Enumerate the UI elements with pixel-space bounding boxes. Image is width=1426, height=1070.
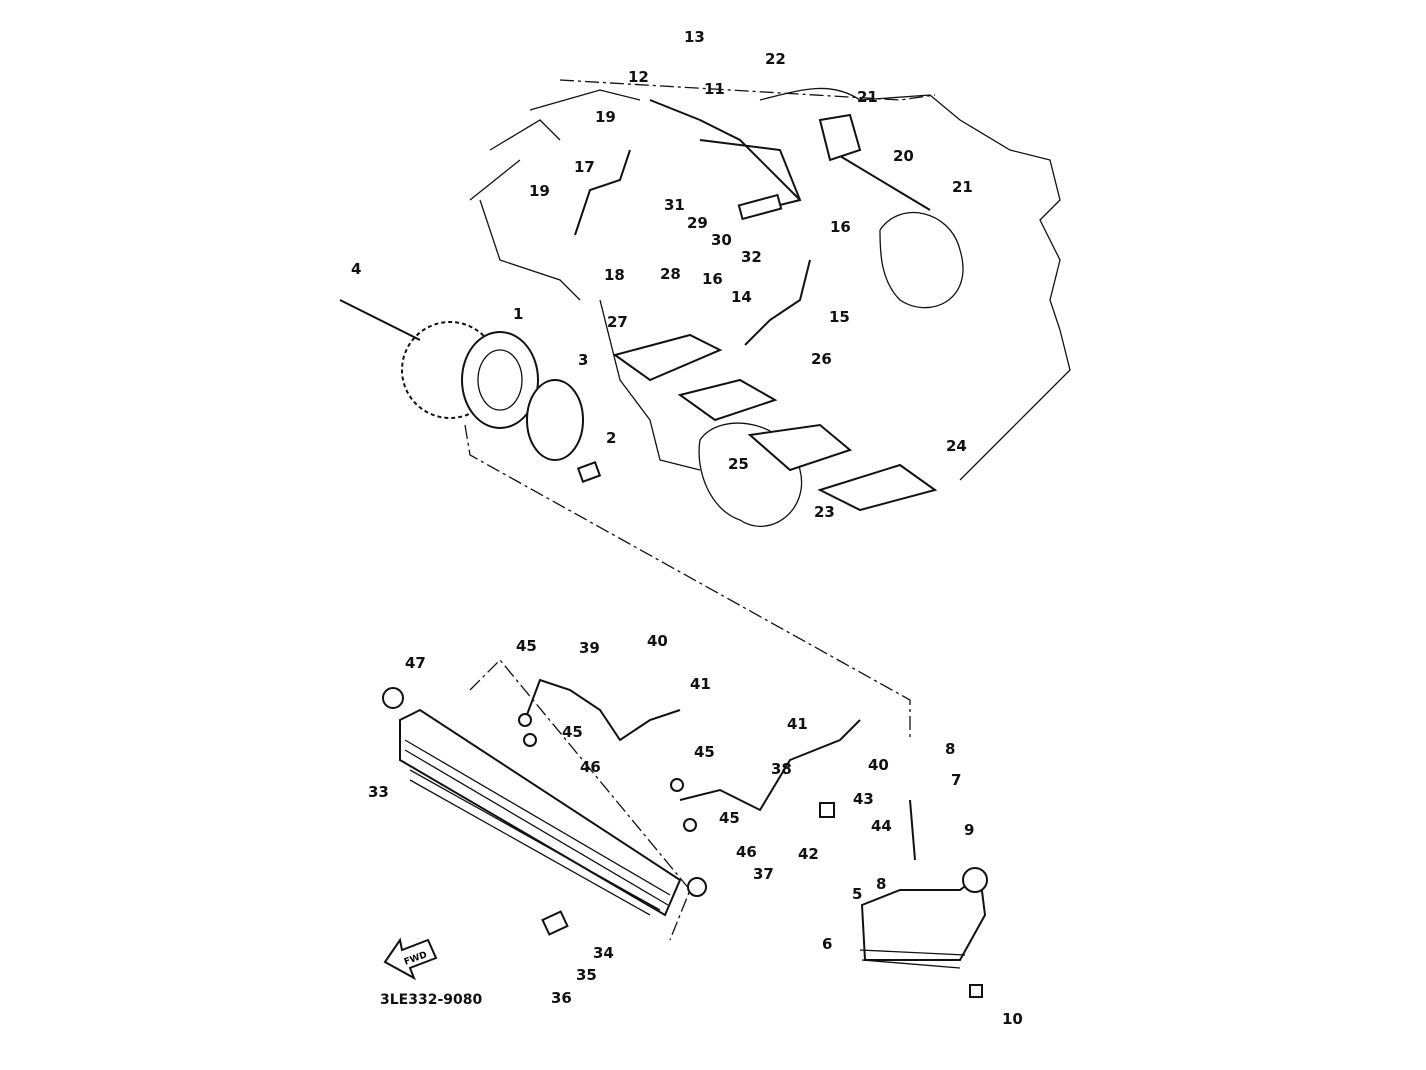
callout-22: 22 (765, 50, 786, 68)
callout-4: 4 (351, 260, 361, 278)
callout-5: 5 (852, 885, 862, 903)
callout-42: 42 (798, 845, 819, 863)
callout-26: 26 (811, 350, 832, 368)
callout-41: 41 (787, 715, 808, 733)
callout-23: 23 (814, 503, 835, 521)
callout-17: 17 (574, 158, 595, 176)
callout-10: 10 (1002, 1010, 1023, 1028)
callout-30: 30 (711, 231, 732, 249)
callout-40: 40 (647, 632, 668, 650)
cooler-hoses (518, 678, 916, 936)
baffle-plates (612, 333, 938, 512)
callout-13: 13 (684, 28, 705, 46)
callout-8: 8 (876, 875, 886, 893)
callout-15: 15 (829, 308, 850, 326)
callout-47: 47 (405, 654, 426, 672)
callout-46: 46 (736, 843, 757, 861)
callout-29: 29 (687, 214, 708, 232)
callout-45: 45 (719, 809, 740, 827)
callout-7: 7 (951, 771, 961, 789)
callout-41: 41 (690, 675, 711, 693)
callout-44: 44 (871, 817, 892, 835)
callout-2: 2 (606, 429, 616, 447)
engine-outline (469, 79, 1071, 527)
callout-36: 36 (551, 989, 572, 1007)
callout-11: 11 (704, 80, 725, 98)
callout-27: 27 (607, 313, 628, 331)
callout-12: 12 (628, 68, 649, 86)
oil-filter-housing (859, 867, 988, 998)
callout-43: 43 (853, 790, 874, 808)
callout-38: 38 (771, 760, 792, 778)
callout-34: 34 (593, 944, 614, 962)
callout-16: 16 (702, 270, 723, 288)
callout-35: 35 (576, 966, 597, 984)
callout-6: 6 (822, 935, 832, 953)
callout-9: 9 (964, 821, 974, 839)
fwd-arrow-icon: FWD (383, 937, 438, 981)
callout-19: 19 (595, 108, 616, 126)
callout-45: 45 (694, 743, 715, 761)
callout-33: 33 (368, 783, 389, 801)
callout-3: 3 (578, 351, 588, 369)
oil-pump (339, 299, 602, 483)
callout-45: 45 (516, 637, 537, 655)
callout-20: 20 (893, 147, 914, 165)
callout-25: 25 (728, 455, 749, 473)
oil-cooler (382, 687, 707, 917)
callout-19: 19 (529, 182, 550, 200)
callout-28: 28 (660, 265, 681, 283)
drawing-code: 3LE332-9080 (380, 992, 482, 1008)
callout-40: 40 (868, 756, 889, 774)
callout-37: 37 (753, 865, 774, 883)
oil-pipes-upper (574, 99, 931, 346)
callout-32: 32 (741, 248, 762, 266)
callout-39: 39 (579, 639, 600, 657)
callout-24: 24 (946, 437, 967, 455)
assembly-line (464, 424, 911, 740)
callout-1: 1 (513, 305, 523, 323)
callout-14: 14 (731, 288, 752, 306)
callout-21: 21 (952, 178, 973, 196)
callout-8: 8 (945, 740, 955, 758)
callout-18: 18 (604, 266, 625, 284)
callout-46: 46 (580, 758, 601, 776)
callout-16: 16 (830, 218, 851, 236)
callout-31: 31 (664, 196, 685, 214)
callout-21: 21 (857, 88, 878, 106)
callout-45: 45 (562, 723, 583, 741)
